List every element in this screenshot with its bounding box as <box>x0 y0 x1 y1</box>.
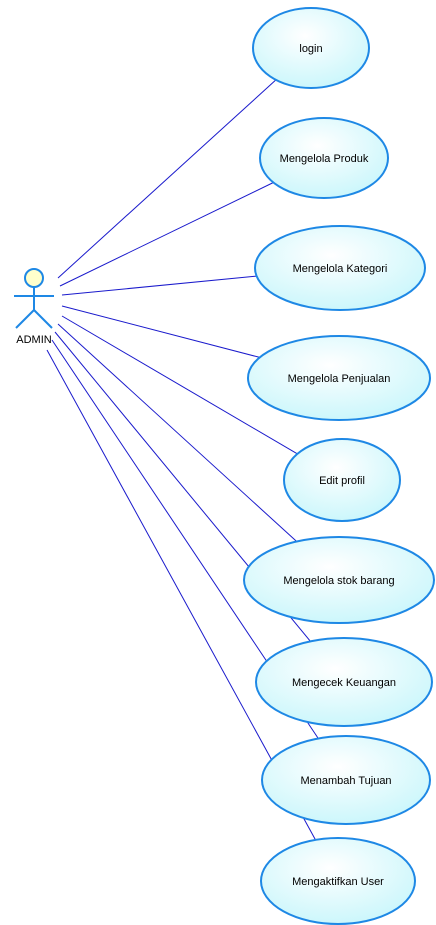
association-line-login <box>57 79 277 279</box>
association-line-edit-profil <box>61 315 298 455</box>
use-case-label: Menambah Tujuan <box>300 775 391 787</box>
association-lines <box>46 79 319 841</box>
association-line-mengelola-penjualan <box>61 305 260 358</box>
use-case-ellipse <box>259 117 389 199</box>
use-case-mengecek-keuangan[interactable]: Mengecek Keuangan <box>255 637 433 727</box>
use-case-label: Mengelola stok barang <box>283 575 394 587</box>
actor-right-leg <box>33 309 53 329</box>
use-case-login[interactable]: login <box>252 7 370 89</box>
actor-admin[interactable]: ADMIN <box>14 268 54 346</box>
association-line-mengelola-stok-barang <box>57 323 298 542</box>
use-case-ellipse <box>283 438 401 522</box>
use-case-mengelola-stok-barang[interactable]: Mengelola stok barang <box>243 536 435 624</box>
use-case-label: Mengelola Kategori <box>293 263 388 275</box>
use-case-ellipse <box>252 7 370 89</box>
association-line-mengelola-kategori <box>61 275 257 296</box>
use-case-label: Mengelola Produk <box>280 153 369 165</box>
actor-left-leg <box>15 309 35 329</box>
use-case-mengelola-produk[interactable]: Mengelola Produk <box>259 117 389 199</box>
use-case-label: Mengecek Keuangan <box>292 677 396 689</box>
actor-head <box>24 268 44 288</box>
association-line-mengaktifkan-user <box>46 349 316 841</box>
use-case-ellipse <box>260 837 416 925</box>
use-case-mengelola-kategori[interactable]: Mengelola Kategori <box>254 225 426 311</box>
use-case-label: Mengaktifkan User <box>292 876 384 888</box>
association-line-mengelola-produk <box>59 182 274 287</box>
use-case-ellipse <box>261 735 431 825</box>
use-case-ellipse <box>243 536 435 624</box>
use-case-label: Edit profil <box>319 475 365 487</box>
use-case-mengaktifkan-user[interactable]: Mengaktifkan User <box>260 837 416 925</box>
use-case-label: login <box>299 43 322 55</box>
use-case-edit-profil[interactable]: Edit profil <box>283 438 401 522</box>
use-case-mengelola-penjualan[interactable]: Mengelola Penjualan <box>247 335 431 421</box>
use-case-menambah-tujuan[interactable]: Menambah Tujuan <box>261 735 431 825</box>
actor-label: ADMIN <box>16 334 52 346</box>
use-case-ellipse <box>255 637 433 727</box>
use-case-ellipse <box>254 225 426 311</box>
use-case-label: Mengelola Penjualan <box>288 373 391 385</box>
use-case-ellipse <box>247 335 431 421</box>
